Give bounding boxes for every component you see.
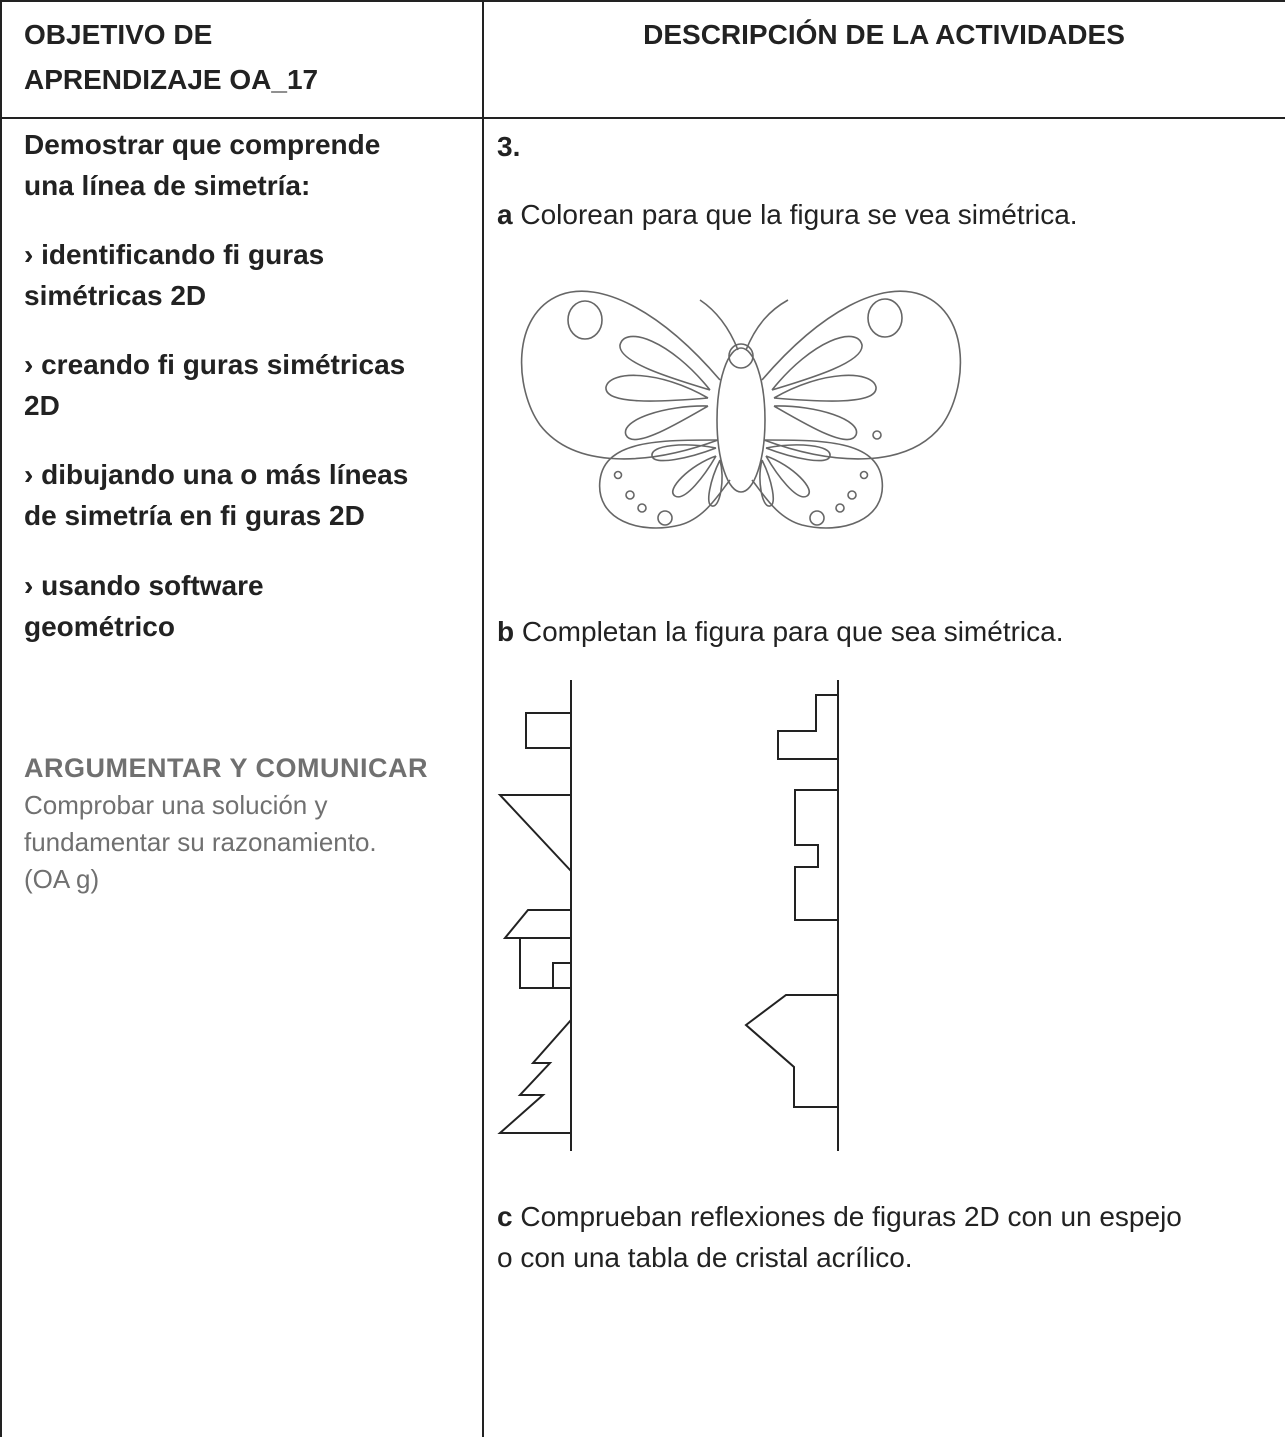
skill-title: ARGUMENTAR Y COMUNICAR <box>24 753 429 783</box>
symmetry-figure-right <box>744 680 839 1151</box>
activity-c-letter: c <box>497 1201 513 1232</box>
objective-item: › creando fi guras simétricas 2D <box>24 344 405 426</box>
activity-number: 3. <box>497 126 520 167</box>
objective-item: › identificando fi guras simétricas 2D <box>24 234 324 316</box>
objective-item-line2: simétricas 2D <box>24 280 207 311</box>
objective-intro-line2: una línea de simetría: <box>24 170 311 201</box>
activity-number-text: 3. <box>497 131 521 162</box>
objective-item-line1: › identificando fi guras <box>24 239 325 270</box>
objective-item: › usando software geométrico <box>24 565 264 647</box>
objective-header-line1: OBJETIVO DE <box>24 19 213 50</box>
activity-b-letter: b <box>497 616 515 647</box>
objective-item-line2: geométrico <box>24 611 175 642</box>
activity-c-text-line1: Comprueban reflexiones de figuras 2D con… <box>512 1201 1182 1232</box>
activity-b: b Completan la figura para que sea simét… <box>497 611 1064 652</box>
skill-line3: (OA g) <box>24 864 100 894</box>
objective-item-line2: 2D <box>24 390 60 421</box>
activity-c: c Comprueban reflexiones de figuras 2D c… <box>497 1196 1182 1278</box>
objective-item-line1: › dibujando una o más líneas <box>24 459 409 490</box>
table-border-top <box>0 0 1285 2</box>
header-row-divider <box>0 117 1285 119</box>
column-divider <box>482 0 484 1437</box>
objective-header-line2: APRENDIZAJE OA_17 <box>24 64 319 95</box>
objective-item: › dibujando una o más líneas de simetría… <box>24 454 408 536</box>
activity-a-text: Colorean para que la figura se vea simét… <box>512 199 1078 230</box>
activities-header: DESCRIPCIÓN DE LA ACTIVIDADES <box>643 19 1125 50</box>
skill-line1: Comprobar una solución y <box>24 790 328 820</box>
skill-box: ARGUMENTAR Y COMUNICAR Comprobar una sol… <box>24 750 428 898</box>
activity-a: a Colorean para que la figura se vea sim… <box>497 194 1078 235</box>
butterfly-illustration <box>520 290 962 529</box>
activity-a-letter: a <box>497 199 513 230</box>
activity-c-text-line2: o con una tabla de cristal acrílico. <box>497 1242 913 1273</box>
objective-item-line2: de simetría en fi guras 2D <box>24 500 365 531</box>
objective-header: OBJETIVO DE APRENDIZAJE OA_17 <box>24 12 464 102</box>
symmetry-figure-left <box>497 680 572 1151</box>
objective-intro-line1: Demostrar que comprende <box>24 129 381 160</box>
objective-item-line1: › usando software <box>24 570 264 601</box>
skill-line2: fundamentar su razonamiento. <box>24 827 377 857</box>
activity-b-text: Completan la figura para que sea simétri… <box>514 616 1064 647</box>
objective-intro: Demostrar que comprende una línea de sim… <box>24 124 380 206</box>
objective-item-line1: › creando fi guras simétricas <box>24 349 406 380</box>
table-border-left <box>0 0 2 1437</box>
